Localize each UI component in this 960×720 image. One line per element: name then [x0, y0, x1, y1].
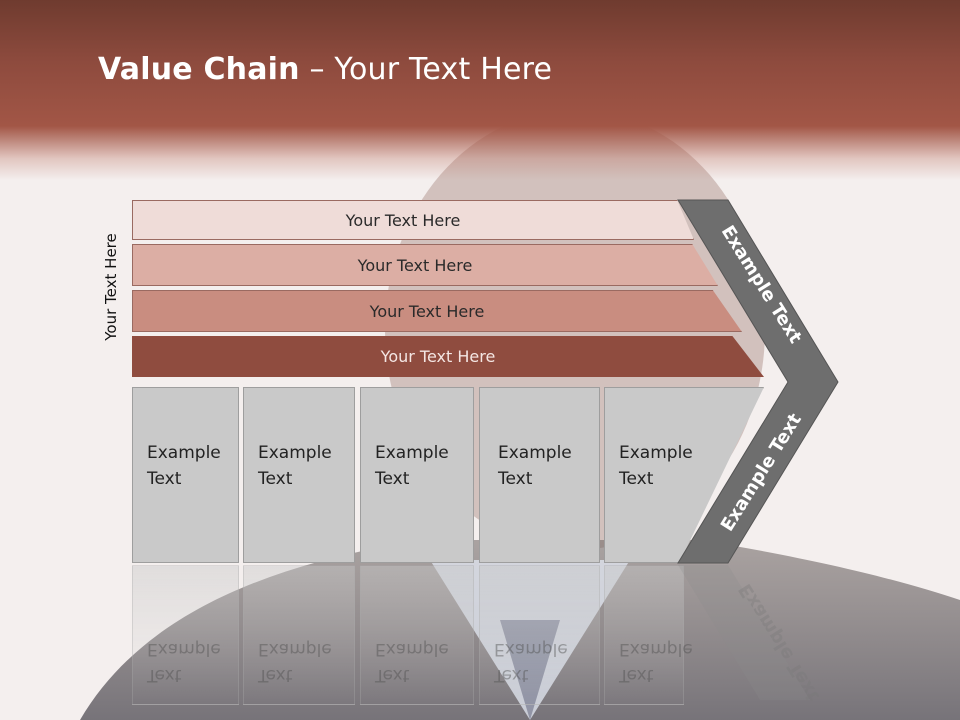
box-line-1: Example [619, 443, 693, 463]
title-dash: – [299, 52, 335, 87]
box-line-1: Example [147, 443, 221, 463]
support-bar-1[interactable]: Your Text Here [132, 200, 694, 240]
activity-box-1[interactable]: Example Text [132, 387, 239, 563]
activity-box-2[interactable]: Example Text [243, 387, 355, 563]
chevron-shape [677, 199, 839, 564]
support-bar-4[interactable]: Your Text Here [132, 336, 764, 377]
title-band [0, 0, 960, 180]
support-bar-label: Your Text Here [345, 210, 461, 230]
box-line-2: Text [375, 469, 410, 489]
support-bar-label: Your Text Here [369, 301, 485, 321]
support-bar-label: Your Text Here [357, 255, 473, 275]
box-line-2: Text [498, 469, 533, 489]
activity-box-4[interactable]: Example Text [479, 387, 600, 563]
title-bold: Value Chain [98, 52, 300, 87]
box-line-1: Example [375, 443, 449, 463]
box-line-2: Text [619, 469, 654, 489]
box-line-2: Text [147, 469, 182, 489]
support-bar-label: Your Text Here [380, 347, 496, 366]
support-bar-3[interactable]: Your Text Here [132, 290, 742, 332]
title-rest: Your Text Here [334, 52, 553, 87]
box-line-1: Example [258, 443, 332, 463]
box-line-2: Text [258, 469, 293, 489]
chevron-reflection [678, 565, 810, 700]
activity-box-3[interactable]: Example Text [360, 387, 474, 563]
slide-title[interactable]: Value Chain – Your Text Here [98, 52, 552, 87]
box-line-1: Example [498, 443, 572, 463]
support-bar-2[interactable]: Your Text Here [132, 244, 718, 286]
